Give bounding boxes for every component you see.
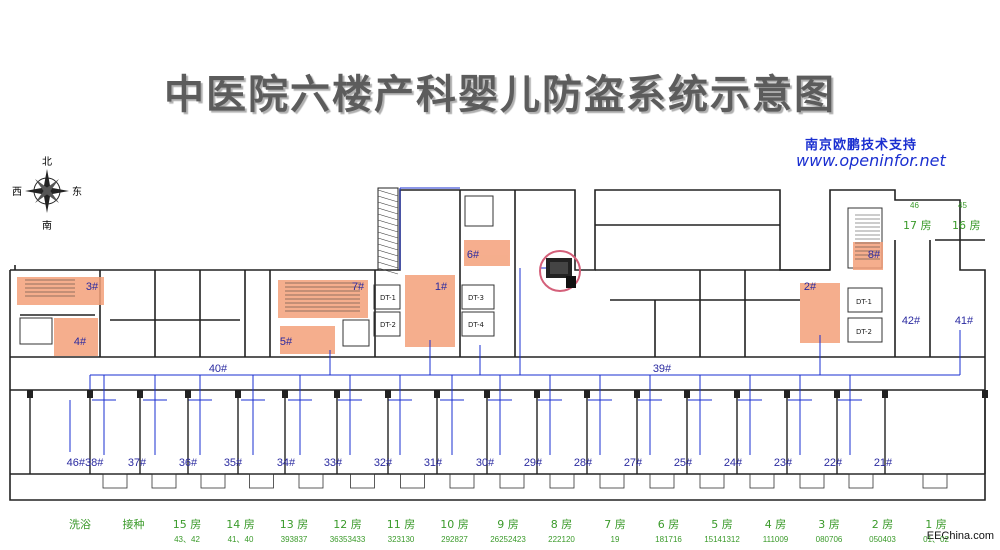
room-code: 41、40 xyxy=(228,535,254,544)
node-label: 25# xyxy=(674,457,693,469)
room-code: 393837 xyxy=(281,535,308,544)
node-label: 28# xyxy=(574,457,593,469)
node-label: 24# xyxy=(724,457,743,469)
room-label: 3 房 xyxy=(818,518,840,531)
compass-rose: 北 东 西 南 xyxy=(12,156,82,232)
room-label: 14 房 xyxy=(226,518,255,531)
support-credit: 南京欧鹏技术支持 xyxy=(805,138,918,153)
room-labels: 洗浴 接种 15 房 43、42 14 房 41、40 13 房 393837 12 房 3635… xyxy=(69,517,949,544)
room-code: 15141312 xyxy=(704,535,740,544)
room-code: 050403 xyxy=(869,535,896,544)
room-label: 2 房 xyxy=(872,518,894,531)
wiring-bus xyxy=(69,187,961,452)
node-label: 8# xyxy=(868,249,881,261)
compass-west: 西 xyxy=(12,187,22,198)
top-right-rooms: 46 45 17 房 16 房 xyxy=(903,201,981,232)
room-label: 10 房 xyxy=(440,518,469,531)
elevator-label: DT-2 xyxy=(380,321,396,329)
room-label: 接种 xyxy=(123,517,145,531)
bus-label: 40# xyxy=(209,363,228,375)
room-label: 12 房 xyxy=(333,518,362,531)
node-label: 6# xyxy=(467,249,480,261)
node-labels: 3# 4# 7# 5# 1# 6# 8# 2# 42# 41# 40# 39# 46#38# 37# 36#… xyxy=(67,249,974,469)
room-code: 222120 xyxy=(548,535,575,544)
node-label: 3# xyxy=(86,281,99,293)
node-label: 46#38# xyxy=(67,457,105,469)
node-label: 21# xyxy=(874,457,893,469)
node-label: 35# xyxy=(224,457,243,469)
node-label: 5# xyxy=(280,336,293,348)
node-label: 36# xyxy=(179,457,198,469)
room-label: 16 房 xyxy=(952,219,981,232)
room-label: 13 房 xyxy=(280,518,309,531)
node-label: 2# xyxy=(804,281,817,293)
node-label: 37# xyxy=(128,457,147,469)
node-label: 7# xyxy=(352,281,365,293)
node-label: 33# xyxy=(324,457,343,469)
room-code: 080706 xyxy=(816,535,843,544)
wiring-drops xyxy=(92,375,862,455)
bus-label: 39# xyxy=(653,363,672,375)
room-code: 181716 xyxy=(655,535,682,544)
node-label: 27# xyxy=(624,457,643,469)
compass-north: 北 xyxy=(42,156,52,168)
node-label: 29# xyxy=(524,457,543,469)
room-label: 5 房 xyxy=(711,518,733,531)
elevator-label: DT-1 xyxy=(380,294,396,302)
node-label: 1# xyxy=(435,281,448,293)
elevator-label: DT-2 xyxy=(856,328,872,336)
room-label: 15 房 xyxy=(173,518,202,531)
alarm-host-icon xyxy=(539,250,581,292)
node-label: 34# xyxy=(277,457,296,469)
room-code: 46 xyxy=(910,201,919,210)
node-label: 32# xyxy=(374,457,393,469)
room-label: 6 房 xyxy=(658,518,680,531)
room-code: 01、02 xyxy=(923,535,949,544)
room-label: 4 房 xyxy=(765,518,787,531)
node-label: 31# xyxy=(424,457,443,469)
elevator-label: DT-1 xyxy=(856,298,872,306)
room-code: 45 xyxy=(958,201,967,210)
node-label: 30# xyxy=(476,457,495,469)
hatched-wall xyxy=(377,187,399,275)
watermark: EEChina.com xyxy=(926,530,994,542)
room-code: 323130 xyxy=(388,535,415,544)
diagram-title: 中医院六楼产科婴儿防盗系统示意图 xyxy=(164,71,836,118)
node-label: 41# xyxy=(955,315,974,327)
node-label: 4# xyxy=(74,336,87,348)
node-label: 23# xyxy=(774,457,793,469)
room-label: 洗浴 xyxy=(69,518,91,531)
compass-south: 南 xyxy=(42,219,52,232)
room-label: 9 房 xyxy=(497,518,519,531)
room-label: 11 房 xyxy=(387,518,416,531)
room-code: 36353433 xyxy=(330,535,366,544)
room-code: 19 xyxy=(611,535,620,544)
room-label: 8 房 xyxy=(551,518,573,531)
room-code: 111009 xyxy=(763,535,789,544)
elevator-labels: DT-1 DT-2 DT-3 DT-4 DT-1 DT-2 xyxy=(380,294,872,336)
room-partitions xyxy=(27,390,988,489)
node-label: 42# xyxy=(902,315,921,327)
room-label: 7 房 xyxy=(604,518,626,531)
stair-treads xyxy=(25,214,880,312)
compass-east: 东 xyxy=(72,185,82,198)
room-code: 292827 xyxy=(441,535,468,544)
room-code: 26252423 xyxy=(490,535,526,544)
elevator-label: DT-3 xyxy=(468,294,484,302)
elevator-label: DT-4 xyxy=(468,321,485,329)
node-label: 22# xyxy=(824,457,843,469)
room-label: 17 房 xyxy=(903,219,932,232)
website-url: www.openinfor.net xyxy=(796,151,946,170)
highlight-zones xyxy=(17,240,883,356)
room-label: 1 房 xyxy=(925,518,947,531)
building-walls xyxy=(9,189,986,501)
room-code: 43、42 xyxy=(174,535,200,544)
